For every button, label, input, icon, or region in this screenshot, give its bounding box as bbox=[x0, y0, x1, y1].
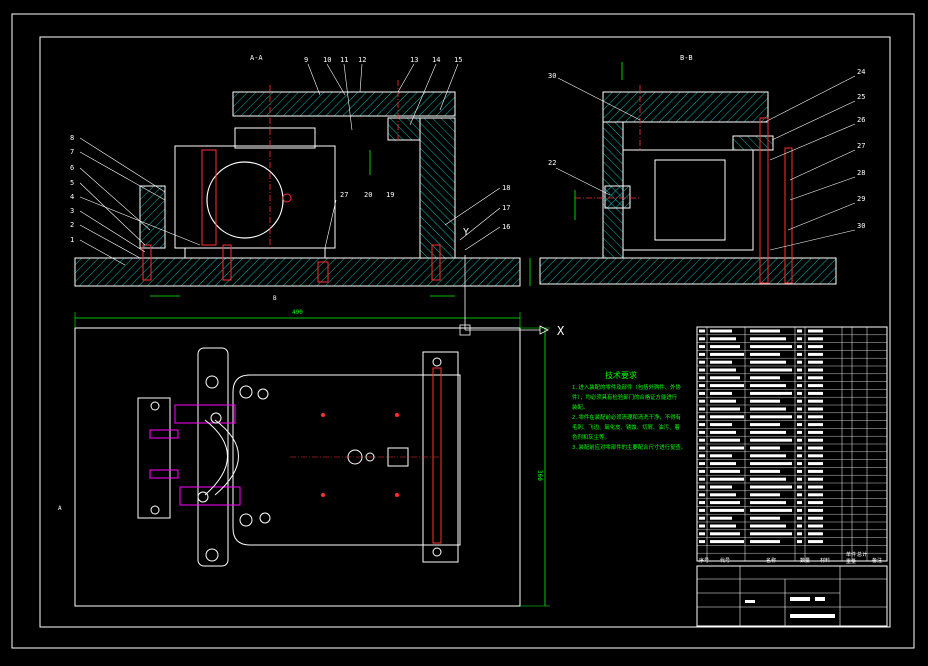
workpiece-circle bbox=[206, 161, 284, 239]
balloons-mid: 27 20 19 bbox=[324, 191, 394, 249]
balloon: 9 bbox=[304, 56, 308, 64]
balloon: 8 bbox=[70, 134, 74, 142]
balloon: 12 bbox=[358, 56, 366, 64]
tech-note-line: 色剂和灰尘等。 bbox=[572, 433, 610, 441]
base-plate bbox=[74, 257, 521, 287]
balloons-right-a: 18 17 16 Y bbox=[444, 184, 510, 251]
balloon: 26 bbox=[857, 116, 865, 124]
header-cell: 代号 bbox=[720, 557, 730, 564]
balloon: 20 bbox=[364, 191, 372, 199]
b-base-plate bbox=[539, 257, 837, 285]
header-cell: 名称 bbox=[766, 557, 776, 564]
balloon: 30 bbox=[548, 72, 556, 80]
axis-y-label: Y bbox=[463, 227, 469, 238]
balloon: 16 bbox=[502, 223, 510, 231]
tech-note-line: 1.进入装配的零件及部件（包括外购件、外协 bbox=[572, 383, 682, 391]
balloon: 15 bbox=[454, 56, 462, 64]
section-a-view: A-A B bbox=[74, 54, 531, 302]
balloon: 2 bbox=[70, 221, 74, 229]
tech-notes-title: 技术要求 bbox=[605, 370, 637, 380]
fixture-body bbox=[174, 145, 336, 249]
header-cell: 数量 bbox=[800, 557, 810, 564]
balloons-top: 9 10 11 12 13 14 15 bbox=[304, 56, 462, 131]
height-dimension: 360 bbox=[536, 470, 543, 481]
plan-outline bbox=[74, 327, 521, 607]
balloon: 5 bbox=[70, 179, 74, 187]
balloon: 22 bbox=[548, 159, 556, 167]
balloon: 25 bbox=[857, 93, 865, 101]
title-block: 重量 bbox=[696, 558, 888, 627]
balloon: 1 bbox=[70, 236, 74, 244]
balloon: 13 bbox=[410, 56, 418, 64]
balloon: 27 bbox=[340, 191, 348, 199]
bom-table bbox=[696, 326, 888, 562]
header-cell: 材料 bbox=[820, 557, 830, 564]
header-cell: 序号 bbox=[699, 557, 709, 564]
header-cell: 总计 bbox=[857, 551, 867, 558]
right-bracket bbox=[419, 117, 456, 259]
balloon: 14 bbox=[432, 56, 440, 64]
plan-view: 490 360 X A bbox=[58, 255, 565, 607]
balloon: 18 bbox=[502, 184, 510, 192]
bom-header: 序号 代号 名称 数量 材料 单件 总计 备注 bbox=[699, 551, 882, 564]
top-plate bbox=[232, 91, 456, 117]
tech-note-line: 毛刺、飞边、氧化皮、锈蚀、切屑、油污、着 bbox=[572, 423, 680, 431]
header-cell: 备注 bbox=[872, 557, 882, 564]
outer-frame bbox=[11, 13, 915, 649]
section-b-label: B-B bbox=[680, 54, 693, 62]
tech-note-line: 3.装配前应对零部件的主要配合尺寸进行复查。 bbox=[572, 443, 686, 451]
tech-notes: 技术要求 1.进入装配的零件及部件（包括外购件、外协 件），均必须具有检验部门的… bbox=[572, 370, 686, 451]
b-top-plate bbox=[602, 91, 769, 123]
view-mark-b: B bbox=[273, 295, 277, 302]
balloon: 24 bbox=[857, 68, 865, 76]
balloon: 6 bbox=[70, 164, 74, 172]
axis-x-label: X bbox=[557, 324, 565, 338]
balloon: 4 bbox=[70, 193, 74, 201]
plan-fixture-plate bbox=[232, 374, 461, 546]
balloon: 27 bbox=[857, 142, 865, 150]
tech-note-line: 件），均必须具有检验部门的合格证方能进行 bbox=[572, 393, 678, 401]
balloon: 30 bbox=[857, 222, 865, 230]
balloon: 10 bbox=[323, 56, 331, 64]
section-a-label: A-A bbox=[250, 54, 263, 62]
balloon: 3 bbox=[70, 207, 74, 215]
bracket-arm bbox=[387, 117, 421, 141]
balloon: 29 bbox=[857, 195, 865, 203]
balloons-b-right: 24 25 26 27 28 29 30 bbox=[764, 68, 865, 251]
tech-note-line: 2.零件在装配前必须清理和清洗干净，不得有 bbox=[572, 413, 682, 421]
b-fixture-body bbox=[622, 149, 754, 251]
balloon: 11 bbox=[340, 56, 348, 64]
balloon: 19 bbox=[386, 191, 394, 199]
balloon: 7 bbox=[70, 148, 74, 156]
section-b-view: B-B 30 22 bbox=[539, 54, 837, 285]
view-mark-a: A bbox=[58, 505, 62, 512]
width-dimension: 490 bbox=[292, 309, 303, 316]
red-pin bbox=[201, 149, 217, 246]
inner-frame bbox=[39, 36, 891, 628]
weight-label: 重量 bbox=[846, 558, 856, 565]
balloon: 17 bbox=[502, 204, 510, 212]
header-cell: 单件 bbox=[846, 551, 856, 558]
balloons-left: 8 7 6 5 4 3 2 1 bbox=[70, 134, 201, 266]
balloon: 28 bbox=[857, 169, 865, 177]
tech-note-line: 装配。 bbox=[572, 403, 588, 411]
